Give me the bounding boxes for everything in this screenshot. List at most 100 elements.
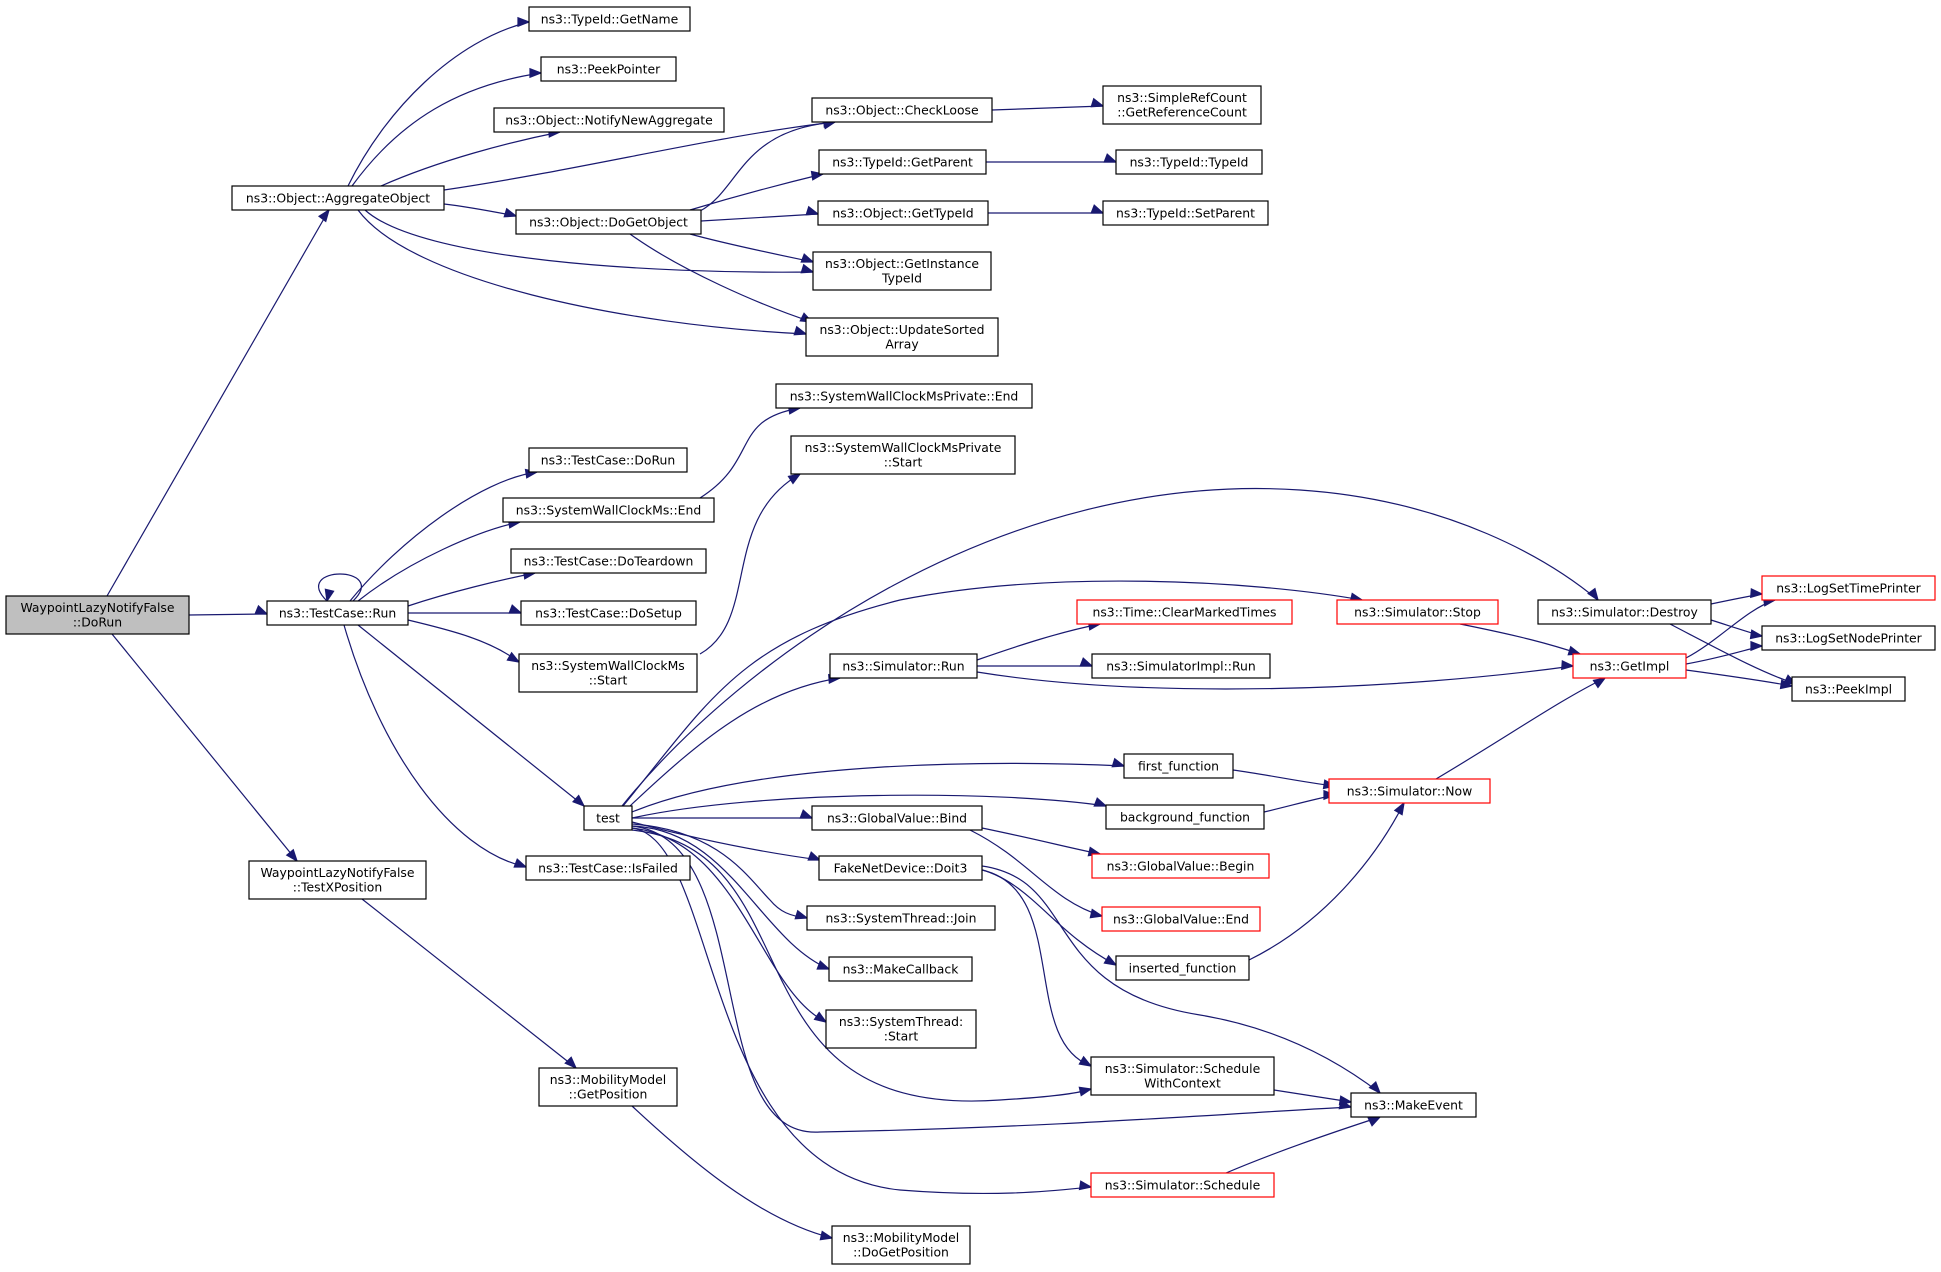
edge-line <box>1232 769 1336 787</box>
node-getimpl[interactable]: ns3::GetImpl <box>1572 653 1687 679</box>
arrow-head-icon <box>799 809 814 819</box>
edge-tcrun-to-tcteardown <box>407 569 537 607</box>
node-simrun[interactable]: ns3::Simulator::Run <box>829 653 978 679</box>
node-makeevent[interactable]: ns3::MakeEvent <box>1350 1092 1477 1118</box>
node-tcrun[interactable]: ns3::TestCase::Run <box>266 600 409 626</box>
node-swcpend[interactable]: ns3::SystemWallClockMsPrivate::End <box>775 383 1033 409</box>
node-box <box>1101 906 1261 932</box>
arrow-head-icon <box>1090 204 1105 214</box>
edge-simdestroy-to-logtime <box>1710 588 1764 605</box>
node-swcpstart[interactable]: ns3::SystemWallClockMsPrivate::Start <box>790 435 1016 475</box>
node-tcfailed[interactable]: ns3::TestCase::IsFailed <box>525 855 691 881</box>
node-logtime[interactable]: ns3::LogSetTimePrinter <box>1761 575 1936 601</box>
arrow-head-icon <box>506 651 521 663</box>
arrow-head-icon <box>1338 1095 1353 1106</box>
node-tcdorun[interactable]: ns3::TestCase::DoRun <box>528 447 688 473</box>
arrow-head-icon <box>1393 801 1405 816</box>
node-box <box>790 435 1016 475</box>
node-tcteardown[interactable]: ns3::TestCase::DoTeardown <box>510 548 707 574</box>
edge-line <box>699 407 801 499</box>
node-dorun[interactable]: WaypointLazyNotifyFalse::DoRun <box>5 595 190 635</box>
node-label: ns3::TypeId::GetParent <box>832 154 973 169</box>
node-peekptr[interactable]: ns3::PeekPointer <box>540 56 677 82</box>
node-swcstart[interactable]: ns3::SystemWallClockMs::Start <box>518 653 698 693</box>
edge-line <box>991 105 1104 111</box>
node-setparent[interactable]: ns3::TypeId::SetParent <box>1102 200 1269 226</box>
node-test[interactable]: test <box>583 805 633 831</box>
node-mmdogetpos[interactable]: ns3::MobilityModel::DoGetPosition <box>831 1225 971 1265</box>
node-simdestroy[interactable]: ns3::Simulator::Destroy <box>1537 599 1712 625</box>
edge-schedctx-to-makeevent <box>1273 1089 1353 1106</box>
edge-simrun-to-getimpl <box>976 660 1575 690</box>
edge-tcrun-to-tcsetup <box>408 604 523 614</box>
node-getname[interactable]: ns3::TypeId::GetName <box>528 6 691 32</box>
edge-line <box>347 21 530 187</box>
node-peekimpl[interactable]: ns3::PeekImpl <box>1791 676 1906 702</box>
node-gettypeid[interactable]: ns3::Object::GetTypeId <box>817 200 989 226</box>
edge-line <box>699 473 801 655</box>
node-makecb[interactable]: ns3::MakeCallback <box>828 956 973 982</box>
arrow-head-icon <box>807 851 822 861</box>
node-bgfn[interactable]: background_function <box>1105 804 1265 830</box>
edge-test-to-makecb <box>631 825 831 970</box>
node-ststart[interactable]: ns3::SystemThread::Start <box>825 1009 977 1049</box>
node-firstfn[interactable]: first_function <box>1123 753 1234 779</box>
node-dogetobject[interactable]: ns3::Object::DoGetObject <box>515 209 702 235</box>
node-label: ns3::SystemThread: <box>839 1014 963 1029</box>
edge-line <box>380 131 561 187</box>
edge-test-to-bgfn <box>631 794 1108 819</box>
node-stjoin[interactable]: ns3::SystemThread::Join <box>806 905 996 931</box>
node-simnow[interactable]: ns3::Simulator::Now <box>1328 778 1491 804</box>
node-schedule[interactable]: ns3::Simulator::Schedule <box>1090 1172 1275 1198</box>
arrow-head-icon <box>324 588 335 603</box>
node-tcsetup[interactable]: ns3::TestCase::DoSetup <box>520 600 697 626</box>
node-gvend[interactable]: ns3::GlobalValue::End <box>1101 906 1261 932</box>
node-box <box>831 1225 971 1265</box>
edge-testx-to-mmgetpos <box>361 898 578 1070</box>
node-box <box>231 185 445 211</box>
node-box <box>829 653 978 679</box>
arrow-head-icon <box>1103 954 1118 966</box>
edge-line <box>699 121 836 212</box>
node-checkloose[interactable]: ns3::Object::CheckLoose <box>811 97 993 123</box>
node-box <box>1091 853 1270 879</box>
node-testx[interactable]: WaypointLazyNotifyFalse::TestXPosition <box>248 860 427 900</box>
node-getrefcount[interactable]: ns3::SimpleRefCount::GetReferenceCount <box>1102 85 1262 125</box>
node-simstop[interactable]: ns3::Simulator::Stop <box>1336 599 1499 625</box>
node-box <box>812 251 992 291</box>
node-label: WaypointLazyNotifyFalse <box>260 865 414 880</box>
node-box <box>817 200 989 226</box>
edge-line <box>689 173 824 211</box>
edge-simstop-to-getimpl <box>1459 623 1582 656</box>
edge-line <box>631 825 830 970</box>
node-aggregate[interactable]: ns3::Object::AggregateObject <box>231 185 445 211</box>
node-getparent[interactable]: ns3::TypeId::GetParent <box>818 149 987 175</box>
node-box <box>502 497 715 523</box>
node-simimplrun[interactable]: ns3::SimulatorImpl::Run <box>1091 653 1271 679</box>
edge-simnow-to-getimpl <box>1435 677 1607 780</box>
node-gvbind[interactable]: ns3::GlobalValue::Bind <box>811 805 983 831</box>
node-label: ns3::GlobalValue::End <box>1113 911 1249 926</box>
node-insertedfn[interactable]: inserted_function <box>1115 955 1250 981</box>
node-swcend[interactable]: ns3::SystemWallClockMs::End <box>502 497 715 523</box>
node-box <box>1091 653 1271 679</box>
node-doit3[interactable]: FakeNetDevice::Doit3 <box>818 855 983 881</box>
edge-line <box>981 827 1101 855</box>
edge-test-to-schedctx <box>631 829 1093 1102</box>
node-label: ns3::GlobalValue::Begin <box>1107 858 1255 873</box>
arrow-head-icon <box>813 1011 828 1023</box>
node-box <box>583 805 633 831</box>
node-lognode[interactable]: ns3::LogSetNodePrinter <box>1761 625 1936 651</box>
edge-dogetobject-to-checkloose <box>699 119 837 212</box>
edge-tcrun-to-swcstart <box>407 619 521 663</box>
node-gvbegin[interactable]: ns3::GlobalValue::Begin <box>1091 853 1270 879</box>
edge-mmgetpos-to-mmdogetpos <box>631 1105 834 1241</box>
node-notifyagg[interactable]: ns3::Object::NotifyNewAggregate <box>493 107 725 133</box>
node-typeid[interactable]: ns3::TypeId::TypeId <box>1115 149 1263 175</box>
arrow-head-icon <box>805 205 820 216</box>
node-mmgetpos[interactable]: ns3::MobilityModel::GetPosition <box>538 1067 678 1107</box>
node-clearmarked[interactable]: ns3::Time::ClearMarkedTimes <box>1076 599 1293 625</box>
